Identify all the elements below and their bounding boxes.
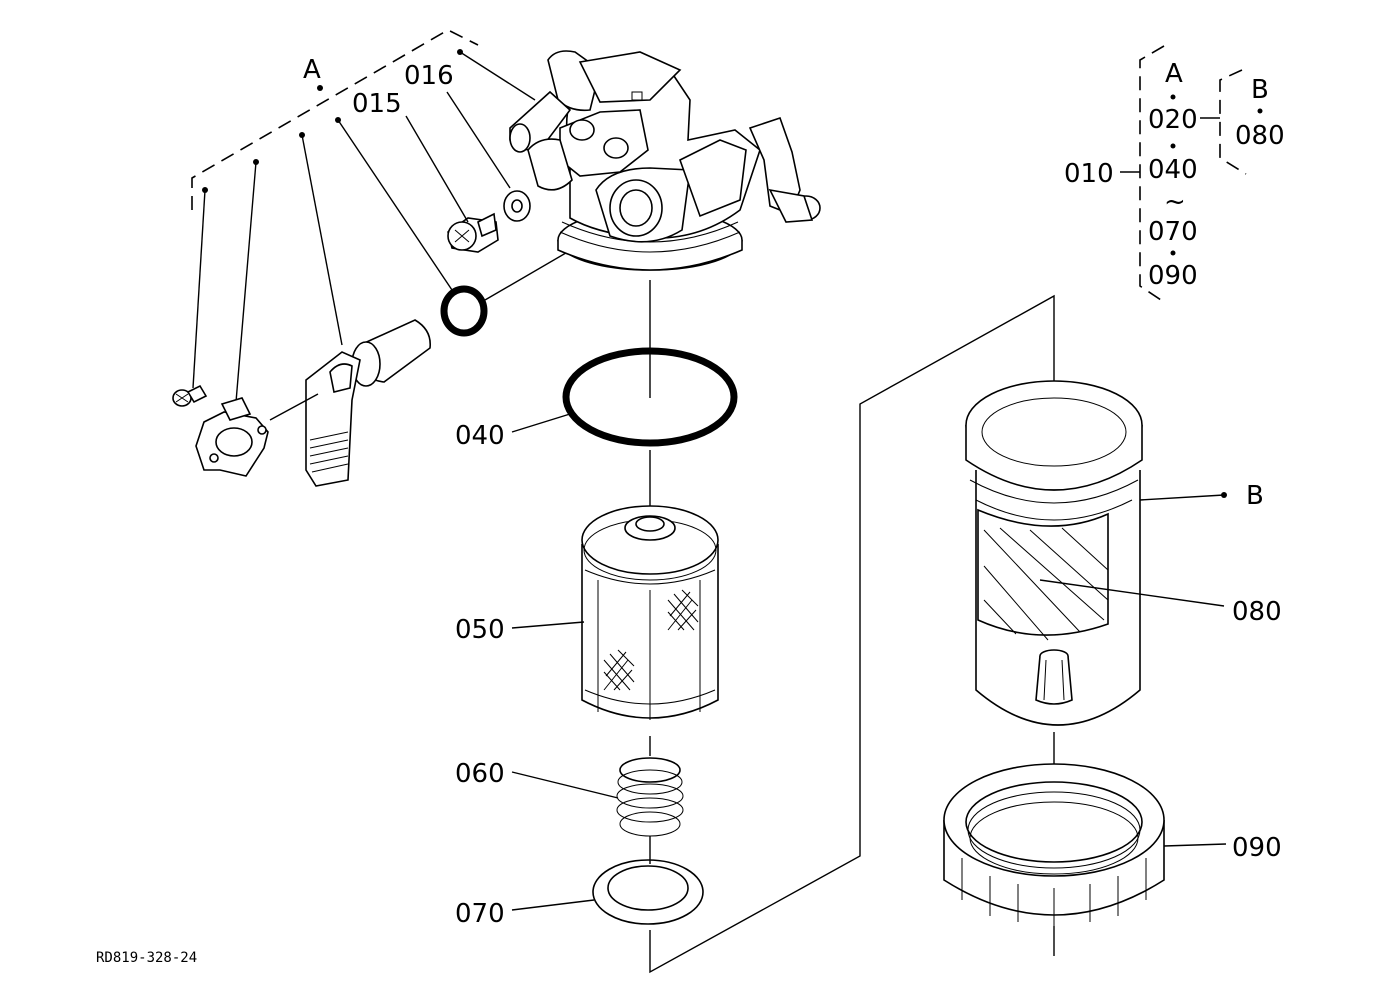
assembly-leader [649, 294, 1055, 974]
label-016: 016 [404, 61, 454, 91]
ring-nut-090 [943, 763, 1227, 956]
label-060: 060 [455, 759, 505, 789]
legend-a-item-1: 040 [1148, 155, 1198, 185]
legend-brackets [1120, 45, 1263, 303]
label-015: 015 [352, 89, 402, 119]
bowl-080 [965, 380, 1227, 830]
drawing-reference: RD819-328-24 [96, 950, 197, 966]
screw-015 [405, 115, 499, 253]
legend-a-item-3: 070 [1148, 217, 1198, 247]
legend-a-label: A [1165, 59, 1183, 89]
legend-a-item-4: 090 [1148, 261, 1198, 291]
label-050: 050 [455, 615, 505, 645]
washer-016 [446, 91, 531, 222]
gasket-070 [511, 836, 704, 925]
legend-assembly: 010 [1064, 159, 1114, 189]
spring-060 [511, 736, 684, 837]
label-090: 090 [1232, 833, 1282, 863]
o-ring-040 [511, 347, 738, 510]
label-group-b: B [1246, 481, 1264, 511]
label-040: 040 [455, 421, 505, 451]
drain-cock [305, 319, 432, 487]
group-a-bracket [191, 29, 536, 403]
label-080: 080 [1232, 597, 1282, 627]
legend-b-item-0: 080 [1235, 121, 1285, 151]
filter-element-050 [511, 505, 719, 720]
filter-head [509, 50, 821, 271]
label-070: 070 [455, 899, 505, 929]
clip-and-screw [172, 384, 319, 477]
legend-a-item-2: ~ [1164, 187, 1186, 217]
label-group-a: A [303, 55, 321, 85]
legend-b-label: B [1251, 75, 1269, 105]
legend-a-item-0: 020 [1148, 105, 1198, 135]
